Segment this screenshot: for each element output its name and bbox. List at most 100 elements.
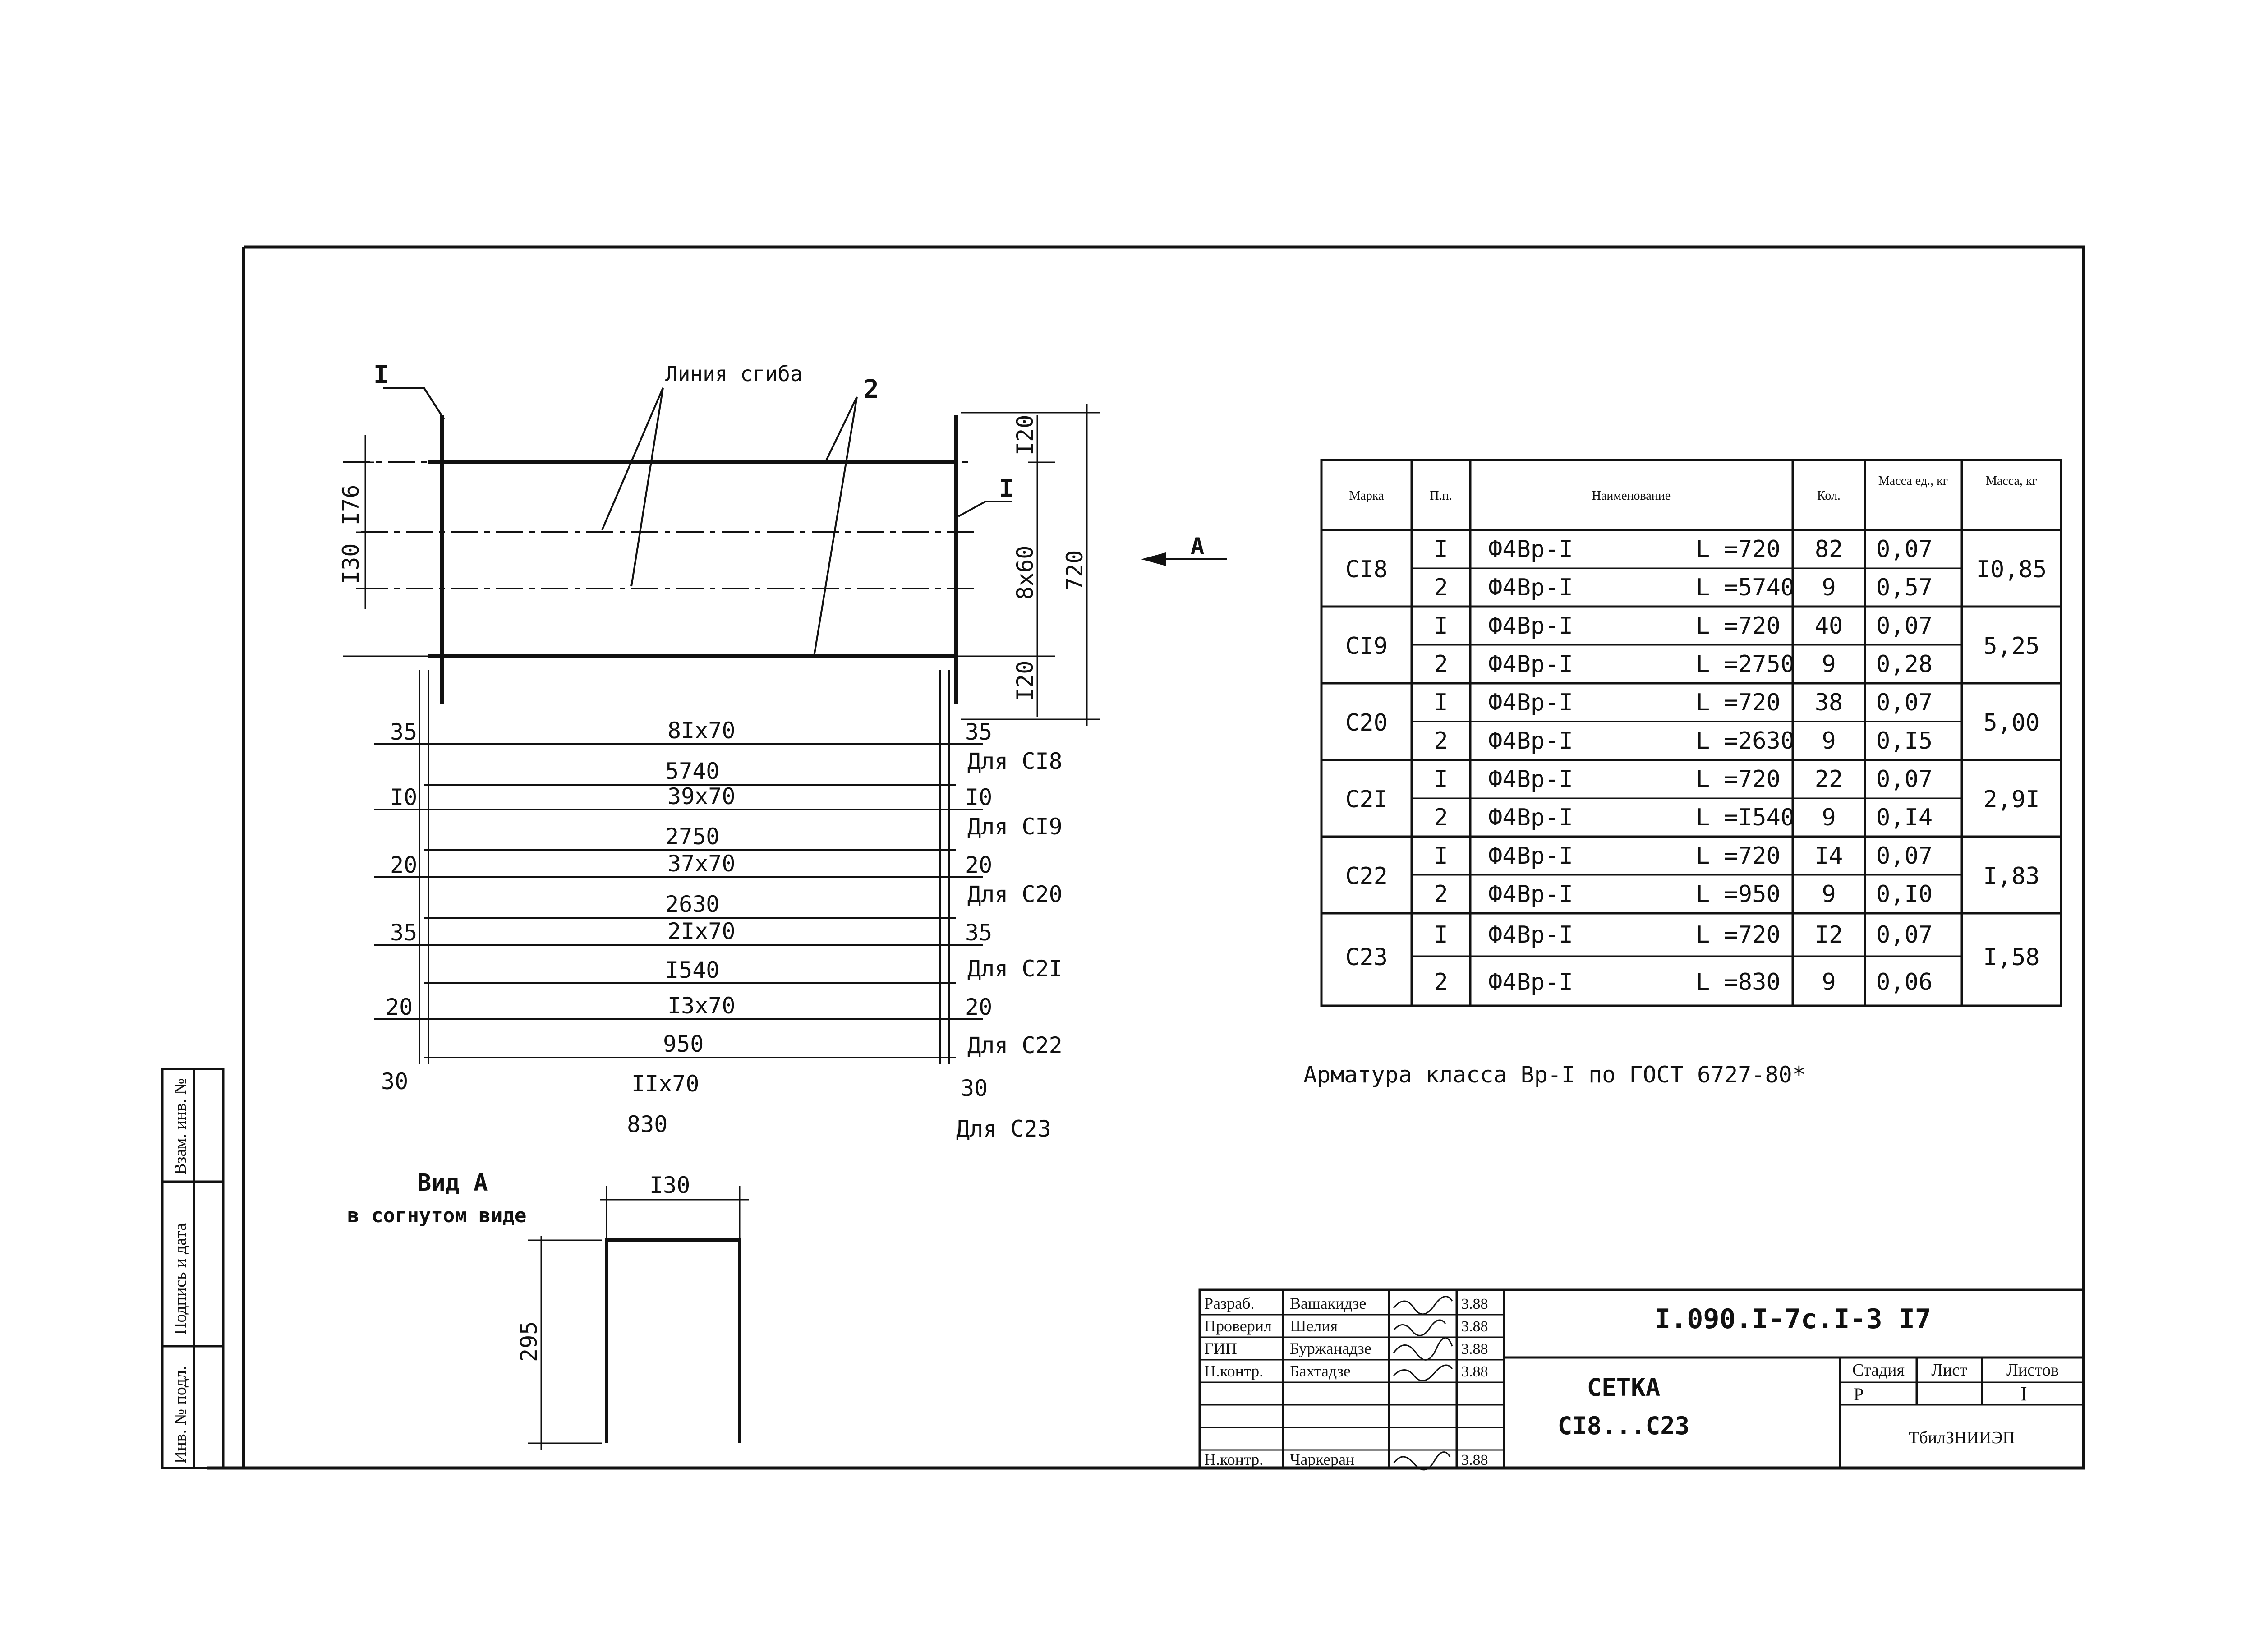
svg-text:20: 20 — [386, 994, 413, 1020]
dimension-rows — [374, 670, 983, 1064]
svg-text:5,25: 5,25 — [1983, 633, 2039, 660]
leader-pos2-bottom — [813, 396, 858, 657]
pos1-label-top: I — [373, 360, 389, 390]
svg-text:3.88: 3.88 — [1461, 1296, 1488, 1312]
svg-text:ГИП: ГИП — [1204, 1339, 1237, 1357]
svg-text:0,07: 0,07 — [1876, 842, 1933, 870]
svg-text:2: 2 — [1434, 727, 1448, 755]
dimension-row-5: 20 I3x70 950 20 Для C22 — [386, 993, 1063, 1058]
leader-pos1-right — [958, 501, 1012, 517]
spec-table-header: Марка П.п. Наименование Кол. Масса ед., … — [1349, 474, 2037, 503]
sheets-value: I — [2020, 1383, 2027, 1405]
svg-text:I540: I540 — [665, 957, 719, 983]
svg-text:Н.контр.: Н.контр. — [1204, 1450, 1263, 1468]
svg-text:9: 9 — [1822, 574, 1836, 601]
dimension-row-3: 20 37x70 2630 20 Для C20 — [390, 851, 1063, 917]
svg-text:0,I0: 0,I0 — [1876, 881, 1933, 908]
svg-text:I: I — [1434, 689, 1448, 716]
svg-text:950: 950 — [663, 1031, 704, 1057]
view-a-title: Вид А — [417, 1169, 488, 1196]
leader-bend-2 — [630, 387, 664, 587]
dim-right-bot-120: I20 — [1012, 661, 1038, 701]
svg-text:I0,85: I0,85 — [1976, 556, 2047, 583]
dim-left-176: I76 — [338, 485, 364, 525]
svg-text:Буржанадзе: Буржанадзе — [1290, 1339, 1371, 1357]
title-block-signatures — [1393, 1296, 1453, 1471]
svg-text:2: 2 — [1434, 651, 1448, 678]
svg-text:82: 82 — [1815, 536, 1843, 563]
dim-right-720: 720 — [1062, 550, 1088, 591]
svg-text:L =720: L =720 — [1696, 536, 1781, 563]
svg-text:20: 20 — [965, 852, 992, 878]
svg-text:CI8: CI8 — [1345, 556, 1388, 583]
dim-right-8x60: 8x60 — [1012, 546, 1038, 600]
svg-text:C2I: C2I — [1345, 786, 1388, 813]
svg-text:5,00: 5,00 — [1983, 709, 2039, 736]
svg-text:Для C2I: Для C2I — [967, 956, 1063, 982]
svg-text:Для C20: Для C20 — [967, 881, 1063, 907]
spec-group-c18: CI8 I0,85 I Ф4Вр-I L =720 82 0,07 2 Ф4Вр… — [1345, 536, 2047, 601]
svg-text:L =950: L =950 — [1696, 881, 1781, 908]
svg-text:0,I5: 0,I5 — [1876, 727, 1933, 755]
svg-text:2630: 2630 — [665, 891, 719, 917]
bend-line-label: Линия сгиба — [665, 362, 803, 386]
svg-text:38: 38 — [1815, 689, 1843, 716]
svg-text:9: 9 — [1822, 804, 1836, 831]
svg-text:5740: 5740 — [665, 758, 719, 784]
svg-text:9: 9 — [1822, 969, 1836, 996]
sheet-frame — [207, 245, 2085, 1470]
stage-value: Р — [1854, 1384, 1864, 1404]
dim-right-top-120: I20 — [1012, 415, 1038, 456]
svg-text:Для C23: Для C23 — [956, 1116, 1051, 1142]
svg-text:L =720: L =720 — [1696, 612, 1781, 640]
svg-text:20: 20 — [390, 852, 417, 878]
svg-text:9: 9 — [1822, 727, 1836, 755]
svg-text:L =I540: L =I540 — [1696, 804, 1795, 831]
leader-pos2-top — [824, 396, 858, 463]
title-block-grid — [1198, 1288, 2085, 1469]
drawing-title: СЕТКА — [1587, 1373, 1661, 1402]
svg-text:35: 35 — [390, 719, 417, 745]
svg-text:L =720: L =720 — [1696, 689, 1781, 716]
sheet-header: Лист — [1931, 1361, 1967, 1380]
side-stamp — [161, 1068, 225, 1469]
organization: ТбилЗНИИЭП — [1909, 1428, 2015, 1447]
svg-text:I,58: I,58 — [1983, 944, 2039, 971]
svg-text:22: 22 — [1815, 766, 1843, 793]
svg-text:30: 30 — [381, 1068, 408, 1095]
svg-text:Ф4Вр-I: Ф4Вр-I — [1488, 689, 1573, 716]
svg-text:Для CI8: Для CI8 — [967, 748, 1063, 774]
side-stamp-replace: Взам. инв. № — [171, 1078, 190, 1175]
svg-text:L =720: L =720 — [1696, 842, 1781, 870]
dimension-row-6: 30 IIx70 830 30 Для C23 — [381, 1068, 1051, 1142]
svg-text:2Ix70: 2Ix70 — [667, 918, 736, 944]
svg-text:20: 20 — [965, 994, 992, 1020]
svg-text:2: 2 — [1434, 574, 1448, 601]
svg-text:L =2750: L =2750 — [1696, 651, 1795, 678]
svg-text:3.88: 3.88 — [1461, 1363, 1488, 1380]
spec-group-c19: CI9 5,25 I Ф4Вр-I L =720 40 0,07 2 Ф4Вр-… — [1345, 612, 2040, 678]
svg-text:35: 35 — [965, 719, 992, 745]
svg-text:I: I — [1434, 536, 1448, 563]
svg-text:L =830: L =830 — [1696, 969, 1781, 996]
svg-text:Кол.: Кол. — [1817, 489, 1841, 503]
svg-text:Чаркеран: Чаркеран — [1290, 1450, 1354, 1468]
svg-text:2: 2 — [1434, 969, 1448, 996]
svg-text:0,06: 0,06 — [1876, 969, 1933, 996]
svg-text:8Ix70: 8Ix70 — [667, 718, 736, 744]
svg-text:I: I — [1434, 766, 1448, 793]
svg-text:Ф4Вр-I: Ф4Вр-I — [1488, 921, 1573, 948]
dimension-row-4: 35 2Ix70 I540 35 Для C2I — [390, 918, 1063, 983]
svg-text:Проверил: Проверил — [1204, 1317, 1272, 1335]
svg-text:0,07: 0,07 — [1876, 536, 1933, 563]
sheets-header: Листов — [2006, 1361, 2059, 1380]
svg-text:L =720: L =720 — [1696, 921, 1781, 948]
view-a-width: I30 — [649, 1172, 690, 1198]
svg-text:Ф4Вр-I: Ф4Вр-I — [1488, 536, 1573, 563]
svg-text:0,07: 0,07 — [1876, 921, 1933, 948]
svg-text:9: 9 — [1822, 881, 1836, 908]
side-stamp-signature: Подпись и дата — [171, 1223, 190, 1335]
svg-text:37x70: 37x70 — [667, 851, 736, 877]
svg-text:Для C22: Для C22 — [967, 1032, 1063, 1058]
